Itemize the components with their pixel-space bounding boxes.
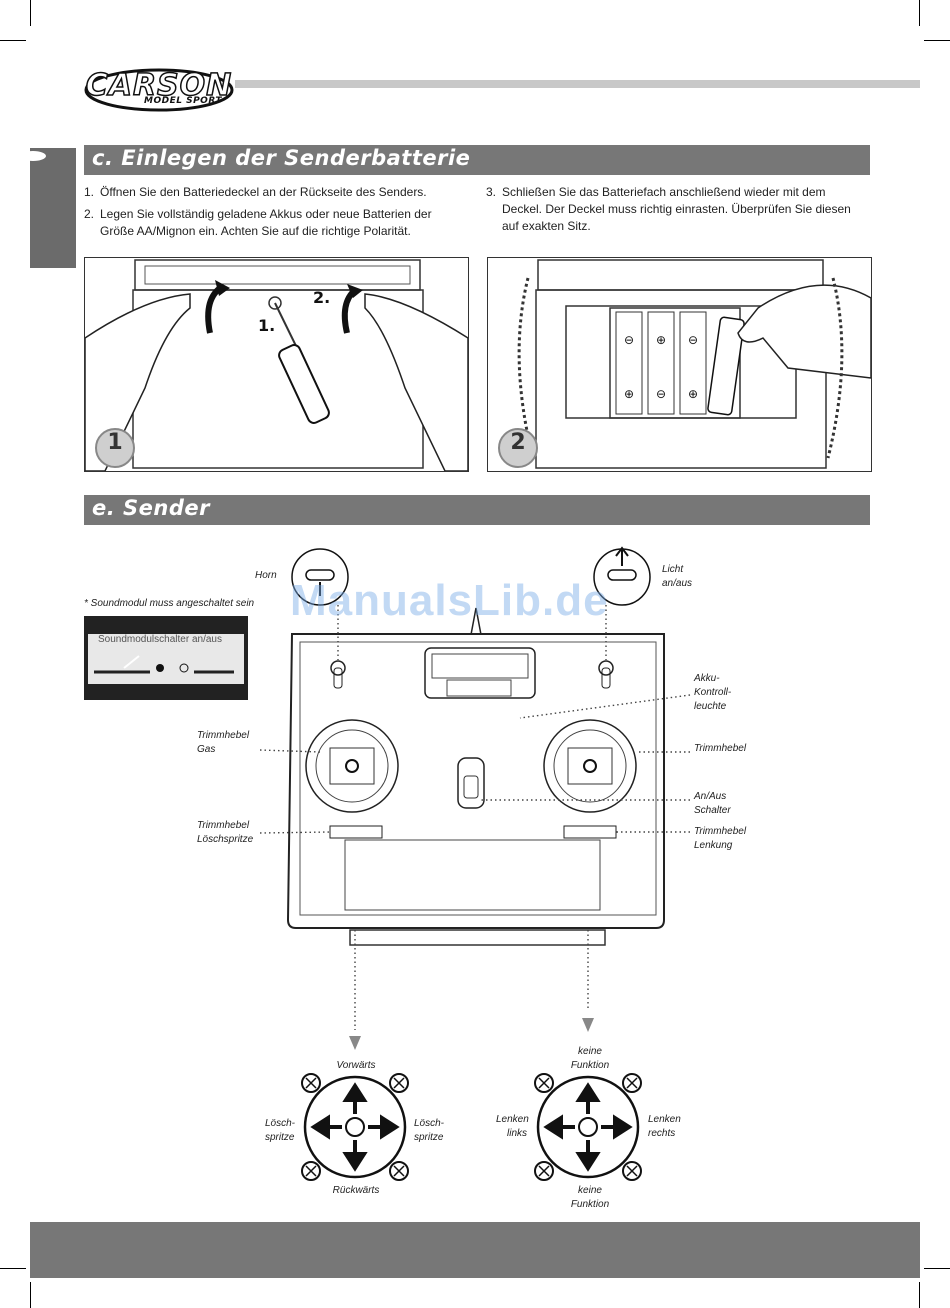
photo-caption: Soundmodulschalter an/aus (98, 634, 222, 645)
label-horn: Horn (255, 570, 277, 581)
callout-2: 2. (313, 288, 331, 307)
svg-text:⊖: ⊖ (624, 333, 634, 347)
stick-right-left-1: Lenken (496, 1114, 529, 1125)
label-trim-loesch-1: Trimmhebel (197, 820, 250, 831)
stick-left-left-2: spritze (265, 1132, 295, 1143)
transmitter-back-illustration (85, 259, 468, 471)
switch-arrows-icon (94, 655, 234, 674)
stick-left-down: Rückwärts (332, 1185, 380, 1196)
brand-sub: MODEL SPORT (144, 96, 222, 106)
brand-logo: CARSON MODEL SPORT (84, 66, 234, 116)
step-2: 2. Legen Sie vollständig geladene Akkus o… (84, 206, 464, 240)
label-trim-gas-2: Gas (197, 744, 216, 755)
figure-insert-batteries: ⊖ ⊕ ⊖ ⊕ ⊖ ⊕ 2 (487, 257, 872, 472)
svg-text:⊖: ⊖ (688, 333, 698, 347)
label-anaus-2: Schalter (694, 805, 731, 816)
sound-switch-photo: Soundmodulschalter an/aus (84, 616, 248, 700)
crop-mark (30, 0, 31, 26)
label-licht-2: an/aus (662, 578, 693, 589)
label-trim-lenk-1: Trimmhebel (694, 826, 747, 837)
stick-right-left-2: links (507, 1128, 528, 1139)
transmitter-front-diagram (259, 546, 691, 1181)
step-number: 3. (486, 185, 497, 199)
crop-mark (919, 0, 920, 26)
label-akku-2: Kontroll- (694, 687, 732, 698)
section-c-title: c. Einlegen der Senderbatterie (92, 146, 471, 170)
crop-mark (924, 1268, 950, 1269)
label-akku-3: leuchte (694, 701, 727, 712)
figure-badge-2: 2 (498, 428, 538, 468)
logo-swoosh-icon (84, 68, 234, 112)
crop-mark (919, 1282, 920, 1308)
footer-bar (30, 1222, 920, 1278)
stick-right-right-2: rechts (648, 1128, 676, 1139)
side-tab-marker (20, 151, 46, 161)
stick-left-right-2: spritze (414, 1132, 444, 1143)
crop-mark (0, 1268, 26, 1269)
crop-mark (0, 40, 26, 41)
side-tab (30, 148, 76, 268)
section-e-header: e. Sender (84, 495, 870, 525)
stick-right-down-1: keine (578, 1185, 602, 1196)
label-trim-gas-1: Trimmhebel (197, 730, 250, 741)
stick-diagram-right (534, 1073, 642, 1181)
svg-text:⊕: ⊕ (624, 387, 634, 401)
header-rule (235, 80, 920, 88)
stick-right-up-2: Funktion (570, 1060, 610, 1071)
svg-text:⊖: ⊖ (656, 387, 666, 401)
label-trim-loesch-2: Löschspritze (197, 834, 254, 845)
step-3: 3. Schließen Sie das Batteriefach anschli… (486, 184, 876, 235)
step-text: Legen Sie vollständig geladene Akkus ode… (100, 207, 432, 238)
svg-text:⊕: ⊕ (656, 333, 666, 347)
stick-right-right-1: Lenken (648, 1114, 681, 1125)
label-trim-lenk-2: Lenkung (694, 840, 733, 851)
watermark: ManualsLib.de (290, 576, 609, 625)
step-number: 2. (84, 207, 95, 221)
stick-left-right-1: Lösch- (414, 1118, 445, 1129)
crop-mark (924, 40, 950, 41)
label-licht-1: Licht (662, 564, 684, 575)
step-1: 1. Öffnen Sie den Batteriedeckel an der R… (84, 184, 464, 201)
label-anaus-1: An/Aus (694, 791, 727, 802)
label-trim-right: Trimmhebel (694, 743, 747, 754)
section-c-header: c. Einlegen der Senderbatterie (84, 145, 870, 175)
stick-left-up: Vorwärts (336, 1060, 376, 1071)
label-akku-1: Akku- (694, 673, 720, 684)
svg-text:⊕: ⊕ (688, 387, 698, 401)
figure-open-cover: 1. 2. 1 (84, 257, 469, 472)
callout-1: 1. (258, 316, 276, 335)
battery-compartment-illustration: ⊖ ⊕ ⊖ ⊕ ⊖ ⊕ (517, 259, 871, 469)
figure-badge-1: 1 (95, 428, 135, 468)
step-text: Öffnen Sie den Batteriedeckel an der Rüc… (100, 185, 427, 199)
step-text: Schließen Sie das Batteriefach anschließ… (502, 185, 851, 233)
label-sound-note: * Soundmodul muss angeschaltet sein (84, 598, 255, 609)
brand-name: CARSON (85, 67, 233, 104)
crop-mark (30, 1282, 31, 1308)
stick-right-up-1: keine (578, 1046, 602, 1057)
stick-right-down-2: Funktion (570, 1199, 610, 1210)
stick-diagram-left (301, 1073, 409, 1181)
stick-left-left-1: Lösch- (265, 1118, 296, 1129)
section-e-title: e. Sender (92, 496, 210, 520)
step-number: 1. (84, 185, 95, 199)
photo-panel (88, 634, 244, 684)
